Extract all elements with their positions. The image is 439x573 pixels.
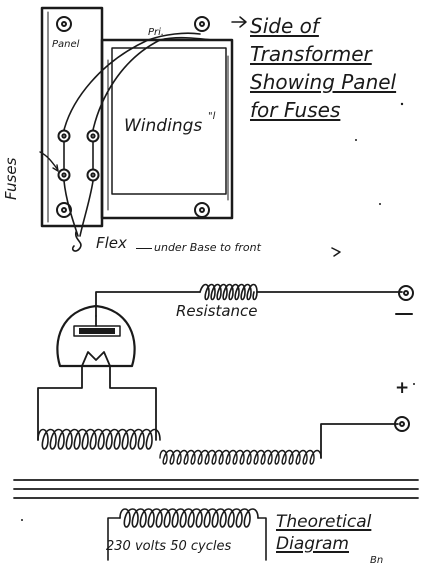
panel-screw-bottom-left	[56, 202, 72, 218]
title-line-4: for Fuses	[250, 98, 341, 122]
primary-winding	[119, 508, 259, 528]
ht-winding	[159, 449, 322, 465]
artist-signature: Bn	[370, 555, 384, 566]
title-line-1: Side of	[250, 14, 319, 38]
primary-label: Pri.	[148, 27, 165, 38]
windings-label: Windings	[124, 116, 203, 136]
primary-lead-right	[257, 517, 267, 561]
flex-route-label: under Base to front	[154, 241, 261, 254]
diagram-label: Diagram	[276, 534, 349, 554]
positive-terminal	[394, 416, 410, 432]
panel-screw-top-right	[194, 16, 210, 32]
windings-mark: "l	[208, 111, 216, 122]
flex-label: Flex	[96, 234, 127, 252]
theoretical-label: Theoretical	[276, 512, 372, 532]
fuses-arrow	[39, 151, 59, 171]
mains-voltage-label: 230 volts 50 cycles	[106, 539, 232, 554]
scan-marks	[21, 102, 415, 521]
filament-lead-right	[109, 365, 157, 441]
primary-wires	[63, 32, 213, 170]
panel-screw-top-left	[56, 16, 72, 32]
resistance-coil	[199, 283, 258, 301]
panel-screw-bottom-right	[194, 202, 210, 218]
fuse-terminal	[86, 129, 100, 143]
filament-winding	[37, 428, 161, 450]
resistance-label: Resistance	[176, 302, 258, 320]
ht-lead-to-positive	[320, 423, 399, 459]
flex-leads	[63, 180, 94, 252]
flex-dash	[136, 248, 152, 249]
fuses-arrow-head	[52, 164, 59, 172]
fuse-terminal	[57, 129, 71, 143]
transformer-core-lines	[13, 479, 419, 499]
flex-arrow	[331, 247, 341, 257]
fuses-label: Fuses	[2, 157, 20, 200]
fuse-terminal	[57, 168, 71, 182]
filament-lead-left	[37, 365, 83, 441]
panel-label: Panel	[52, 39, 80, 50]
rectifier-valve	[56, 304, 136, 368]
fuse-terminal	[86, 168, 100, 182]
title-arrow	[231, 16, 247, 28]
primary-lead-left	[107, 517, 121, 561]
title-line-3: Showing Panel	[250, 70, 397, 94]
transformer-core	[100, 38, 234, 220]
plus-sign: +	[395, 378, 410, 398]
title-line-2: Transformer	[250, 42, 372, 66]
negative-terminal	[398, 285, 414, 301]
resistance-lead	[95, 291, 201, 317]
